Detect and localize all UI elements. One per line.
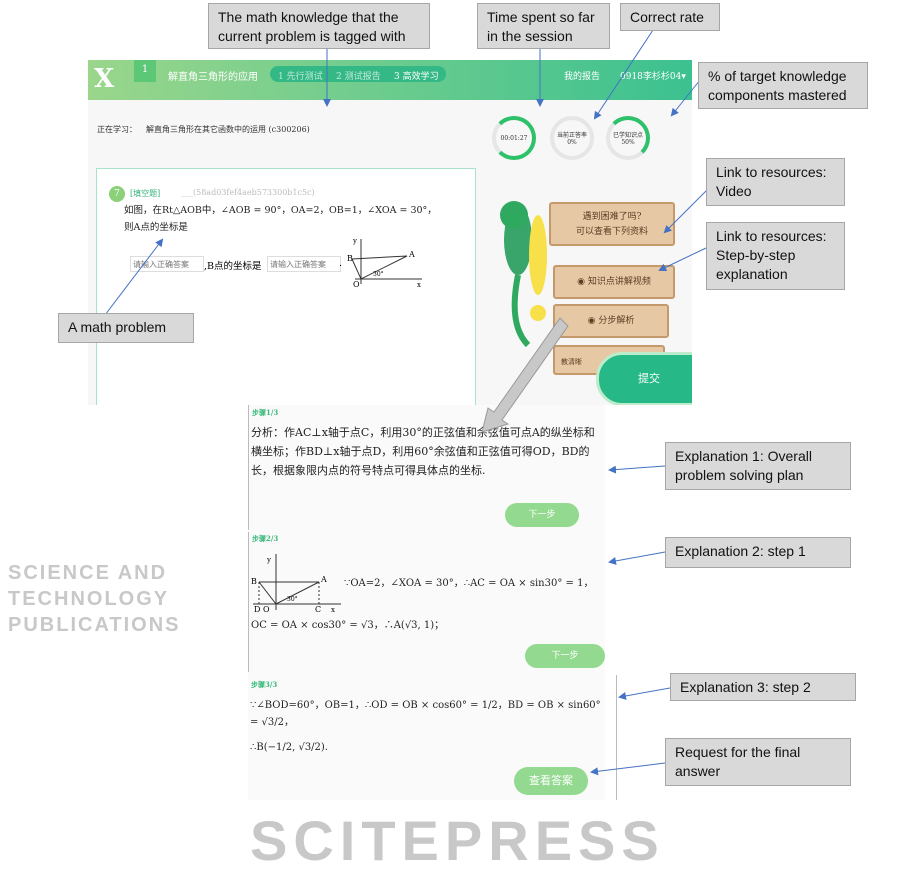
step-1-panel: 步骤1/3 分析：作AC⊥x轴于点C，利用30°的正弦值和余弦值可点A的纵坐标和… [248, 405, 606, 530]
callout-explanation-1: Explanation 1: Overall problem solving p… [665, 442, 851, 490]
problem-text-2: 则A点的坐标是 [124, 222, 188, 233]
logo-icon: X [94, 64, 115, 94]
course-title: 解直角三角形的应用 [168, 72, 258, 83]
svg-text:y: y [352, 237, 357, 245]
problem-id: ___(58ad03fef4aeb573300b1c5c) [181, 188, 315, 197]
timer-ring: 00:01:27 [492, 116, 536, 160]
callout-correct-rate: Correct rate [620, 3, 720, 31]
callout-mastered: % of target knowledge components mastere… [698, 62, 868, 109]
step-2-label: 步骤2/3 [252, 534, 279, 543]
help-prompt-2: 可以查看下列资料 [575, 227, 648, 237]
step-3-panel: 步骤3/3 ∵∠BOD=60°，OB=1，∴OD = OB × cos60° =… [248, 675, 617, 800]
correct-rate-value: 0% [567, 139, 577, 146]
next-step-button-2[interactable]: 下一步 [525, 644, 605, 668]
svg-text:30°: 30° [287, 596, 298, 603]
svg-text:y: y [266, 556, 271, 564]
svg-text:C: C [315, 605, 321, 612]
lizard-mascot-icon [500, 201, 547, 348]
knowledge-tag: 解直角三角形在其它函数中的运用 (c300206) [146, 125, 310, 134]
problem-number: 7 [109, 186, 125, 202]
video-link-label: 知识点讲解视频 [587, 277, 651, 287]
svg-text:O: O [353, 280, 360, 289]
callout-step-by-step: Link to resources: Step-by-step explanat… [706, 222, 845, 290]
mastered-value: 50% [621, 139, 635, 146]
step-resource-link[interactable]: ◉ 分步解析 [553, 304, 669, 338]
video-resource-link[interactable]: ◉ 知识点讲解视频 [553, 265, 675, 299]
learning-label: 正在学习： [97, 125, 137, 134]
callout-explanation-3: Explanation 3: step 2 [670, 673, 856, 701]
b-prompt: ,B点的坐标是 [204, 261, 262, 272]
step-3-label: 步骤3/3 [251, 680, 278, 689]
correct-rate-label: 当前正答率 [556, 132, 587, 139]
user-menu[interactable]: 0918李杉杉04▾ [620, 72, 686, 82]
step-1-text: 分析：作AC⊥x轴于点C，利用30°的正弦值和余弦值可点A的纵坐标和横坐标；作B… [251, 426, 595, 477]
tab-report[interactable]: 2 测试报告 [336, 72, 381, 82]
app-screenshot: X 1 解直角三角形的应用 1 先行测试 2 测试报告 3 高效学习 我的报告 … [88, 60, 692, 405]
tab-learning[interactable]: 3 高效学习 [394, 72, 439, 82]
problem-type: [填空题] [130, 189, 161, 198]
timer-value: 00:01:27 [500, 134, 528, 142]
callout-final-answer: Request for the final answer [665, 738, 851, 786]
callout-video: Link to resources: Video [706, 158, 845, 206]
watermark-sub: SCIENCE AND TECHNOLOGY PUBLICATIONS [8, 562, 181, 636]
svg-text:x: x [331, 606, 335, 612]
svg-text:30°: 30° [373, 271, 384, 278]
step-explanations: 步骤1/3 分析：作AC⊥x轴于点C，利用30°的正弦值和余弦值可点A的纵坐标和… [248, 405, 617, 800]
app-header: X 1 解直角三角形的应用 1 先行测试 2 测试报告 3 高效学习 我的报告 … [88, 60, 692, 100]
problem-text: 如图，在Rt△AOB中，∠AOB = 90°，OA=2，OB=1，∠XOA = … [124, 205, 437, 216]
svg-text:A: A [408, 250, 415, 259]
answer-a-input[interactable] [130, 256, 204, 272]
watermark-main: SCITEPRESS [250, 809, 665, 872]
svg-text:x: x [417, 281, 421, 289]
step-2-text-2: OC = OA × cos30° = √3，∴A(√3, 1)； [251, 620, 445, 631]
callout-math-problem: A math problem [58, 313, 194, 343]
step-3-text-2: ∴B(−1/2, √3/2). [250, 742, 328, 753]
step-badge: 1 [134, 60, 156, 82]
view-answer-button[interactable]: 查看答案 [514, 767, 588, 795]
help-prompt-1: 遇到困难了吗? [582, 212, 642, 222]
mastered-label: 已学知识点 [612, 132, 643, 139]
svg-text:A: A [320, 575, 327, 584]
svg-text:D O: D O [254, 605, 270, 612]
problem-card: 7 [填空题] ___(58ad03fef4aeb573300b1c5c) 如图… [96, 168, 476, 405]
progress-tabs: 1 先行测试 2 测试报告 3 高效学习 [270, 66, 446, 82]
help-sign: 遇到困难了吗? 可以查看下列资料 [549, 202, 675, 246]
steps-link-label: 分步解析 [598, 316, 635, 326]
submit-button[interactable]: 提交 [596, 352, 692, 405]
answer-b-input[interactable] [267, 256, 341, 272]
callout-knowledge-tag: The math knowledge that the current prob… [208, 3, 430, 49]
next-step-button[interactable]: 下一步 [505, 503, 579, 527]
svg-text:B: B [251, 577, 257, 586]
tab-pretest[interactable]: 1 先行测试 [278, 72, 323, 82]
callout-explanation-2: Explanation 2: step 1 [665, 537, 851, 568]
svg-text:B: B [347, 254, 353, 263]
step-2-text: ∵OA=2，∠XOA = 30°，∴AC = OA × sin30° = 1， [344, 578, 594, 589]
end-period: . [339, 258, 343, 269]
my-report-link[interactable]: 我的报告 [564, 72, 601, 82]
callout-time-spent: Time spent so far in the session [477, 3, 610, 49]
step-3-text: ∵∠BOD=60°，OB=1，∴OD = OB × cos60° = 1/2，B… [250, 700, 601, 728]
step-1-label: 步骤1/3 [252, 408, 279, 417]
